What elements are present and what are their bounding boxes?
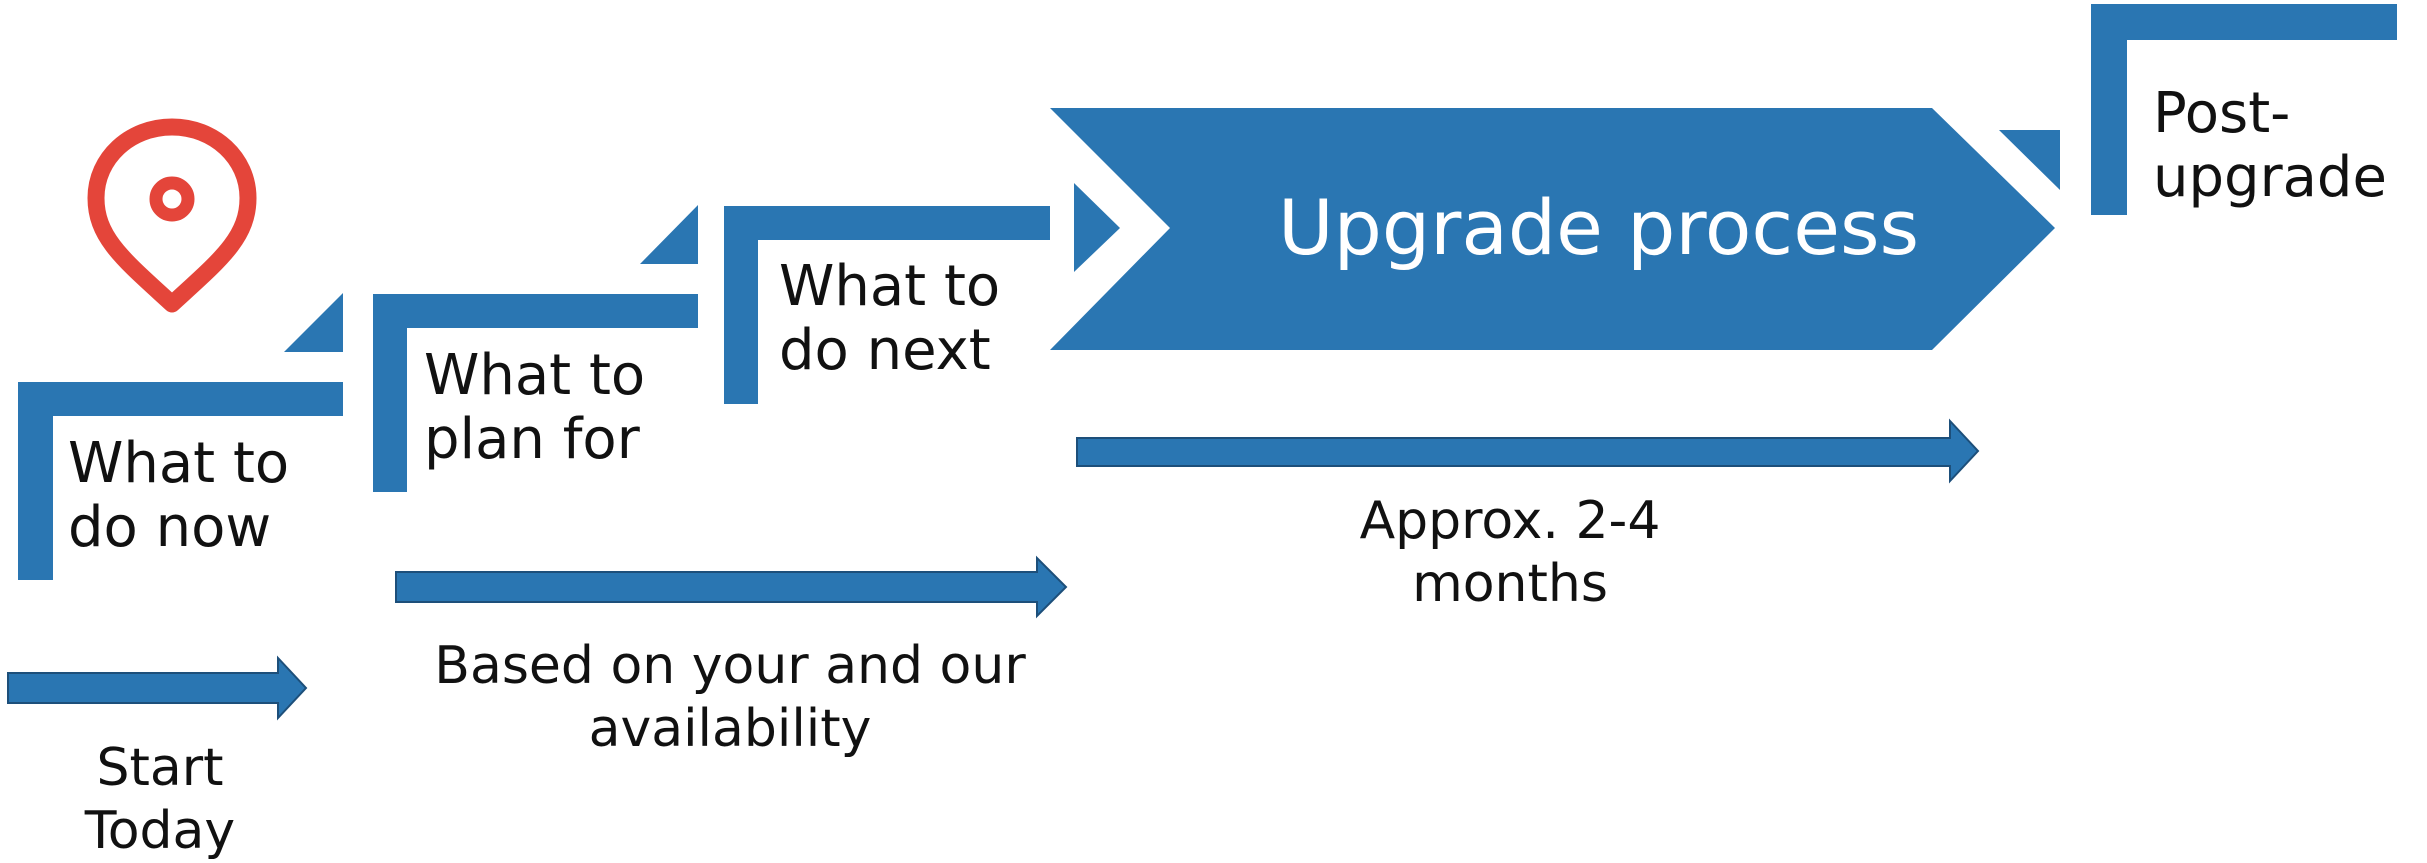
step-do-now-corner	[284, 293, 343, 352]
step-do-next-chevron	[1074, 183, 1120, 272]
step-plan-for-shape	[373, 205, 698, 492]
step-label-plan-for: What to plan for	[424, 343, 646, 472]
step-post-upgrade-shape	[1999, 4, 2397, 215]
step-plan-for-bracket	[373, 294, 698, 492]
step-label-post-upgrade: Post- upgrade	[2153, 81, 2387, 210]
step-post-upgrade-corner	[1999, 130, 2060, 190]
caption-duration: Approx. 2-4 months	[1359, 491, 1661, 614]
step-label-upgrade: Upgrade process	[1278, 183, 1920, 272]
step-label-do-next: What to do next	[779, 254, 1001, 383]
step-post-upgrade-bracket	[2091, 4, 2397, 215]
caption-availability: Based on your and our availability	[434, 636, 1026, 759]
step-do-next-shape	[724, 183, 1120, 404]
step-label-do-now: What to do now	[68, 431, 290, 560]
step-do-now-shape	[18, 293, 343, 580]
duration-arrow	[1076, 418, 1980, 484]
availability-arrow	[395, 555, 1068, 619]
upgrade-process-banner	[1050, 108, 2055, 350]
caption-start-today: Start Today	[84, 738, 236, 861]
start-today-arrow	[7, 655, 308, 721]
location-pin-icon	[87, 118, 257, 313]
step-do-next-bracket	[724, 206, 1050, 404]
step-plan-for-corner	[640, 205, 698, 264]
step-do-now-bracket	[18, 382, 343, 580]
